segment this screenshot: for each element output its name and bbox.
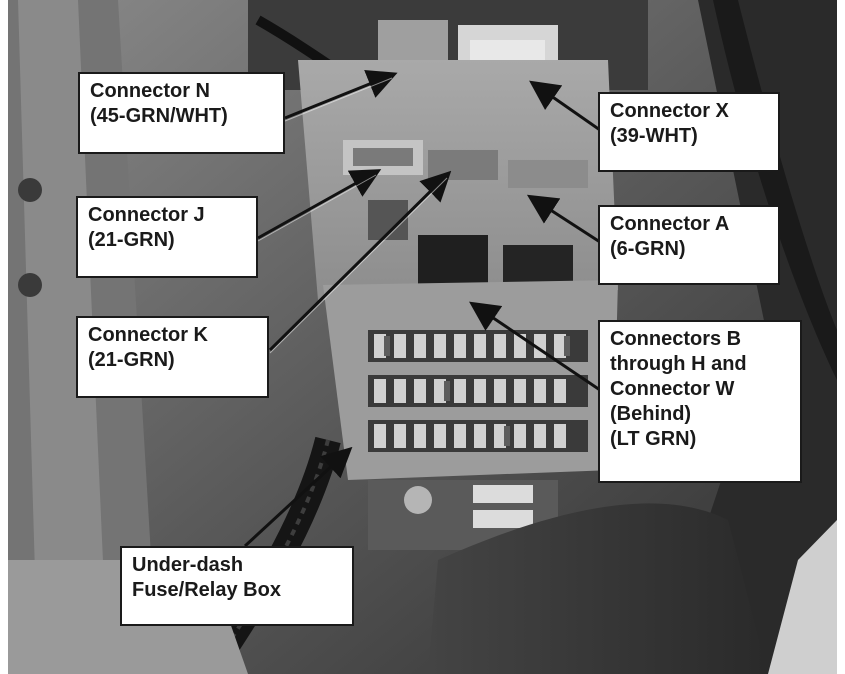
right-light-panel (768, 520, 837, 674)
left-bolt-1 (18, 178, 42, 202)
leader-connector-j (257, 169, 382, 240)
leader-connector-n (284, 70, 398, 120)
callout-connectors-bh-line1: Connectors B (610, 328, 742, 350)
callout-connectors-bh-line3: Connector W (610, 378, 735, 400)
callout-connectors-bh-line2: through H and (610, 353, 747, 375)
callout-connector-j: Connector J (21-GRN) (76, 196, 258, 278)
callout-connector-k-line1: Connector K (88, 324, 208, 346)
callout-connectors-bh-line5: (LT GRN) (610, 428, 697, 450)
relay-1 (418, 235, 488, 285)
callout-fuse-box-line1: Under-dash (132, 554, 244, 576)
callout-connector-k: Connector K (21-GRN) (76, 316, 269, 398)
callout-fuse-box-line2: Fuse/Relay Box (132, 579, 281, 601)
lower-clip-2 (473, 510, 533, 528)
left-panel-edge (18, 0, 108, 674)
callout-connector-k-line2: (21-GRN) (88, 349, 175, 371)
callout-connector-j-line2: (21-GRN) (88, 229, 175, 251)
leader-connectors-bh (469, 301, 601, 392)
callout-connector-n: Connector N (45-GRN/WHT) (78, 72, 285, 154)
connector-j-slot (353, 148, 413, 166)
callout-connectors-bh-line4: (Behind) (610, 403, 692, 425)
callout-connectors-bh: Connectors B through H and Connector W (… (598, 320, 802, 483)
leader-connector-x (529, 80, 601, 132)
callout-connector-a-line1: Connector A (610, 213, 730, 235)
lower-clip-1 (473, 485, 533, 503)
callout-connector-x-line2: (39-WHT) (610, 125, 698, 147)
leader-connector-a (526, 194, 601, 244)
lower-bolt (404, 486, 432, 514)
leader-fuse-box (243, 446, 353, 548)
callout-connector-n-line1: Connector N (90, 80, 210, 102)
lower-dash-panel (428, 503, 768, 674)
connector-a-body (508, 160, 588, 188)
callout-connector-x-line1: Connector X (610, 100, 729, 122)
leader-connector-k (268, 170, 452, 352)
left-bolt-2 (18, 273, 42, 297)
callout-fuse-box: Under-dash Fuse/Relay Box (120, 546, 354, 626)
callout-connector-x: Connector X (39-WHT) (598, 92, 780, 172)
callout-connector-j-line1: Connector J (88, 204, 205, 226)
callout-connector-a-line2: (6-GRN) (610, 238, 686, 260)
callout-connector-a: Connector A (6-GRN) (598, 205, 780, 285)
callout-connector-n-line2: (45-GRN/WHT) (90, 105, 228, 127)
